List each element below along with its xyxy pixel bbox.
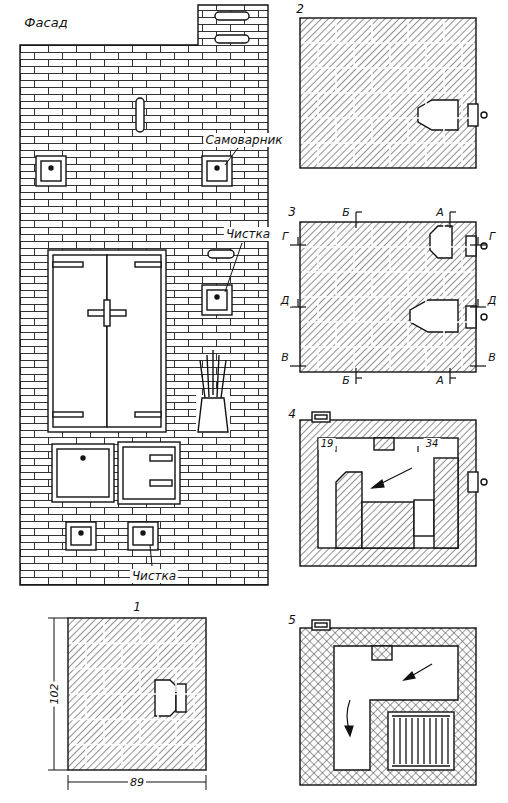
dimension-label: 34 (424, 438, 441, 450)
section-marks (290, 212, 486, 384)
plan-3 (300, 222, 487, 372)
facade (20, 5, 268, 585)
view-label: Б (340, 206, 352, 219)
view-label: 2 (294, 2, 306, 16)
leader-lines (150, 148, 242, 566)
view-label: 3 (286, 205, 298, 219)
view-label: Г (280, 230, 290, 243)
view-label: Б (340, 374, 352, 387)
view-label: 5 (286, 613, 298, 627)
plan-5 (300, 620, 476, 785)
view-label: А (434, 206, 446, 219)
brick-joints (70, 20, 474, 768)
view-label: Д (279, 294, 292, 307)
view-label: А (434, 374, 446, 387)
view-label: Самоварник (203, 133, 284, 147)
view-label: Чистка (224, 227, 272, 241)
dimension-label: 19 (319, 438, 336, 450)
view-label: В (279, 351, 291, 364)
dimension-label: 89 (128, 776, 146, 789)
dimension-label: 102 (48, 682, 61, 707)
plan-2 (300, 18, 487, 168)
view-label: 4 (286, 407, 298, 421)
view-label: Г (487, 230, 497, 243)
view-label: 1 (131, 600, 143, 614)
flow-arrow (336, 446, 418, 488)
grate (392, 716, 450, 766)
view-label: Фасад (22, 15, 69, 30)
plan-4 (300, 412, 487, 566)
view-label: Д (486, 294, 499, 307)
flow-arrows (345, 664, 432, 736)
dimension-lines (48, 618, 206, 790)
view-label: Чистка (130, 569, 178, 583)
view-label: В (486, 351, 498, 364)
plan-1 (68, 618, 206, 770)
